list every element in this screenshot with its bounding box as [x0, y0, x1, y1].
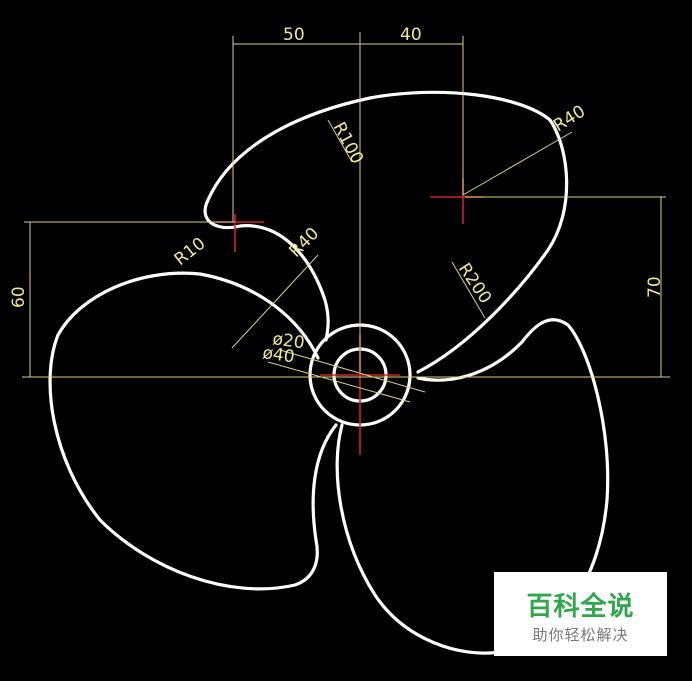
- dimension-lines: [22, 32, 670, 403]
- dim-r200: R200: [454, 260, 495, 308]
- dim-d20: ø20: [271, 329, 306, 353]
- right-blade-outline: [335, 318, 610, 655]
- watermark-subtitle: 助你轻松解决: [532, 626, 629, 644]
- dim-width-left: 50: [283, 25, 305, 45]
- dim-r100: R100: [329, 119, 367, 167]
- top-blade-outline: [203, 90, 569, 374]
- dim-height-right: 70: [645, 276, 665, 298]
- watermark-logo: 百科全说 助你轻松解决: [494, 572, 667, 656]
- left-blade-outline: [48, 271, 338, 591]
- watermark-title: 百科全说: [526, 592, 635, 622]
- dim-width-right: 40: [400, 25, 422, 45]
- dim-d40: ø40: [261, 343, 296, 367]
- dim-height-left: 60: [9, 286, 29, 308]
- center-marks: [216, 178, 484, 455]
- dim-r10: R10: [171, 234, 210, 270]
